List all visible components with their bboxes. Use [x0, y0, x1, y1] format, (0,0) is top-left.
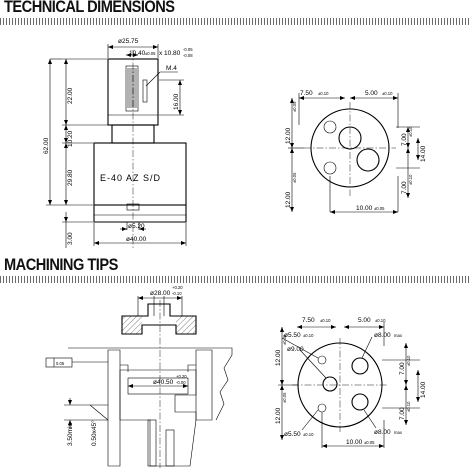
- dim-d-top: ø25.75: [118, 38, 139, 45]
- housing-wall-right: [195, 349, 213, 421]
- body-marking: E-40 AZ S/D: [100, 173, 161, 183]
- machining-top-view: 7.50 ±0.10 5.00 ±0.10 ø5.50 ±0.10 ø8.00 …: [275, 317, 427, 448]
- top-dim-1000: 10.00: [356, 205, 373, 212]
- front-view: ø25.75 10.40 ±0.05 x 10.80 -0.05 -0.08 M…: [43, 38, 193, 250]
- mach-top-dim-1400: 14.00: [420, 381, 427, 398]
- top-dim-500: 5.00: [365, 90, 378, 97]
- top-dim-1200b-tol: ±0.05: [292, 172, 297, 183]
- mach-top-hole-small-2: [317, 403, 327, 413]
- mach-top-dim-1200-tol: ±0.05: [282, 334, 287, 345]
- dim-h-1020: 10.20: [67, 130, 74, 147]
- dim-spline-tol: ±0.05: [145, 51, 156, 56]
- top-dim-1200-tol: ±0.05: [292, 101, 297, 112]
- mach-dim-d-4050-tol-bot: -0.00: [176, 380, 186, 385]
- housing-wall-left: [107, 349, 121, 467]
- top-view: 7.50 ±0.10 5.00 ±0.10 12.00 ±0.05 12.00 …: [285, 90, 427, 214]
- top-dim-750-tol: ±0.10: [318, 91, 329, 96]
- cartridge-base: [93, 205, 187, 223]
- mach-dim-d-2800-tol-top: +0.20: [172, 285, 183, 290]
- dim-thread: M.4: [166, 65, 177, 72]
- surface-finish-box: [45, 357, 73, 368]
- mach-dim-h-350: 3.50min: [67, 422, 74, 446]
- mach-top-hole-large-1: [351, 357, 369, 375]
- mach-top-hole-large-2: [351, 393, 369, 411]
- mach-top-dim-1200: 12.00: [275, 349, 282, 366]
- mach-dim-d-2800: ø28.00: [150, 290, 171, 297]
- mach-dim-d-4050: ø40.50: [153, 379, 174, 386]
- mach-top-hole-9: [322, 376, 338, 392]
- spindle-spline: [125, 65, 139, 112]
- mach-top-dim-d-800: ø8.00: [374, 332, 391, 339]
- top-dim-700-tol: ±0.10: [408, 126, 413, 137]
- top-dim-700b-tol: ±0.10: [408, 174, 413, 185]
- mach-top-dim-1000-tol: ±0.05: [364, 440, 375, 445]
- cartridge-body: [93, 142, 187, 206]
- top-dim-750: 7.50: [300, 90, 313, 97]
- mach-top-dim-1200b-tol: ±0.05: [282, 392, 287, 403]
- dim-h-2980: 29.80: [67, 169, 74, 186]
- dim-h-16: 16.00: [173, 93, 180, 110]
- top-dim-1200b: 12.00: [285, 191, 292, 208]
- dim-spline-b-tol-bot: -0.08: [183, 53, 193, 58]
- dim-spline-main: 10.40: [129, 50, 146, 57]
- outlet-bore-right: [165, 429, 175, 467]
- top-dim-700: 7.00: [401, 133, 408, 146]
- section-title-technical-dimensions: TECHNICAL DIMENSIONS: [4, 0, 175, 16]
- top-dim-1200: 12.00: [285, 127, 292, 144]
- mach-surface-value: 0.05: [56, 361, 65, 366]
- mach-top-dim-700: 7.00: [399, 362, 406, 375]
- mach-dim-d-4050-tol-top: +0.20: [176, 374, 187, 379]
- outlet-bore-left: [147, 419, 157, 467]
- dim-h-22: 22.00: [67, 87, 74, 104]
- section-title-machining-tips: MACHINING TIPS: [4, 255, 118, 274]
- mach-top-dim-d-550: ø5.50: [284, 332, 301, 339]
- mach-top-dim-1000: 10.00: [346, 439, 363, 446]
- spline-teeth: [127, 68, 137, 108]
- section-divider-technical: [0, 18, 470, 25]
- mach-top-hole-small-1: [317, 355, 327, 365]
- housing-break-line: [68, 347, 233, 421]
- top-dim-500-tol: ±0.10: [382, 91, 393, 96]
- mach-top-dim-d-800b-tol: max: [394, 430, 403, 435]
- top-hole-small-1: [323, 120, 337, 134]
- top-hole-large-2: [356, 148, 380, 172]
- mach-top-dim-700-tol: ±0.10: [406, 355, 411, 366]
- dim-spline-b: 10.80: [164, 50, 181, 57]
- dim-d-520: ø5.20: [128, 223, 145, 230]
- mach-top-dim-700b-tol: ±0.10: [406, 401, 411, 412]
- mach-dim-chamfer: 0.50x45°: [90, 420, 98, 446]
- mach-top-dim-500: 5.00: [358, 317, 371, 324]
- mach-top-dim-d-800-tol: max: [394, 333, 403, 338]
- housing-floor: [119, 369, 197, 467]
- mach-top-dim-700b: 7.00: [399, 407, 406, 420]
- mach-top-dim-d-550b: ø5.50: [284, 431, 301, 438]
- top-dim-700b: 7.00: [401, 181, 408, 194]
- mach-top-dim-d-800b: ø8.00: [374, 429, 391, 436]
- dim-spline-x: x: [159, 50, 163, 57]
- machining-section: ø28.00 +0.20 -0.10 ø40.50 +0.20 -0.00 0.…: [45, 285, 233, 468]
- mach-top-dim-750: 7.50: [302, 317, 315, 324]
- mach-top-dim-1200b: 12.00: [275, 407, 282, 424]
- mach-dim-d-2800-tol-bot: -0.10: [172, 291, 182, 296]
- top-hole-small-2: [323, 161, 337, 175]
- mach-top-dim-d-900: ø9.00: [287, 346, 304, 353]
- dim-spline-b-tol-top: -0.05: [183, 47, 193, 52]
- dim-h-3: 3.00: [67, 232, 74, 245]
- section-divider-machining: [0, 276, 470, 283]
- mach-top-dim-500-tol: ±0.10: [375, 318, 386, 323]
- top-dim-1000-tol: ±0.05: [374, 206, 385, 211]
- mach-top-dim-d-550b-tol: ±0.10: [303, 432, 314, 437]
- top-dim-1400: 14.00: [420, 145, 427, 162]
- mach-top-dim-d-550-tol: ±0.10: [303, 333, 314, 338]
- dim-d-40: ø40.00: [126, 236, 147, 243]
- thread-hole: [142, 79, 148, 103]
- dim-h-62: 62.00: [43, 137, 50, 154]
- mach-top-dim-750-tol: ±0.10: [320, 318, 331, 323]
